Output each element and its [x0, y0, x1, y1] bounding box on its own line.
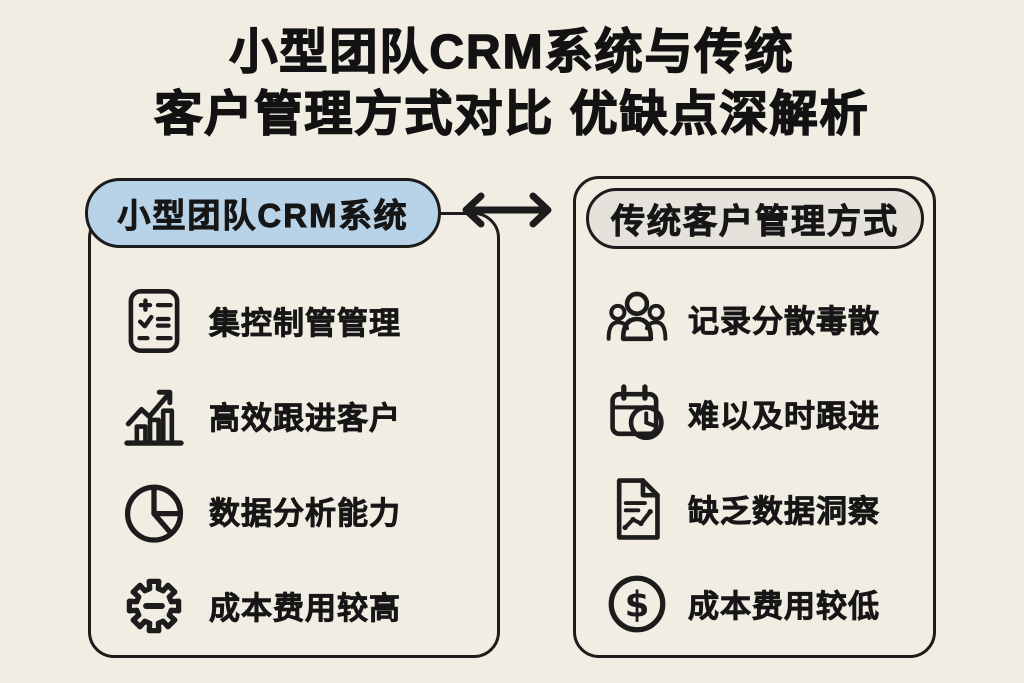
list-item: 高效跟进客户 — [91, 368, 497, 463]
list-item: 数据分析能力 — [91, 463, 497, 558]
people-group-icon — [606, 291, 668, 341]
title-line-2: 客户管理方式对比 优缺点深解析 — [154, 88, 870, 142]
list-item: 集控制管管理 — [91, 273, 497, 368]
checklist-icon — [128, 288, 180, 353]
dollar-circle-icon: $ — [608, 575, 666, 632]
item-label: 集控制管管理 — [209, 306, 401, 342]
pie-chart-icon — [124, 484, 184, 543]
list-item: 缺乏数据洞察 — [576, 461, 933, 556]
crm-column-header: 小型团队CRM系统 — [85, 178, 441, 248]
item-label: 缺乏数据洞察 — [688, 494, 880, 530]
growth-bar-chart-icon — [124, 389, 184, 446]
crm-column-header-label: 小型团队CRM系统 — [117, 197, 409, 235]
page-title: 小型团队CRM系统与传统 客户管理方式对比 优缺点深解析 — [0, 22, 1024, 147]
calendar-clock-icon — [610, 383, 664, 440]
item-label: 难以及时跟进 — [688, 399, 880, 435]
list-item: $ 成本费用较低 — [576, 556, 933, 651]
list-item: 记录分散毒散 — [576, 271, 933, 366]
gear-minus-icon — [126, 578, 182, 633]
item-label: 记录分散毒散 — [688, 304, 880, 340]
crm-column: 集控制管管理 高效跟进客户 数据分析能力 — [88, 212, 500, 658]
list-item: 难以及时跟进 — [576, 366, 933, 461]
document-trend-icon — [616, 477, 660, 540]
traditional-column-header: 传统客户管理方式 — [586, 188, 924, 249]
traditional-column: 记录分散毒散 难以及时跟进 — [573, 176, 936, 658]
svg-text:$: $ — [625, 584, 650, 625]
title-line-1: 小型团队CRM系统与传统 — [229, 25, 795, 79]
list-item: 成本费用较高 — [91, 558, 497, 653]
item-label: 高效跟进客户 — [209, 401, 401, 437]
item-label: 成本费用较低 — [688, 589, 880, 625]
traditional-column-header-label: 传统客户管理方式 — [611, 203, 899, 242]
item-label: 数据分析能力 — [209, 496, 401, 532]
item-label: 成本费用较高 — [209, 591, 401, 627]
